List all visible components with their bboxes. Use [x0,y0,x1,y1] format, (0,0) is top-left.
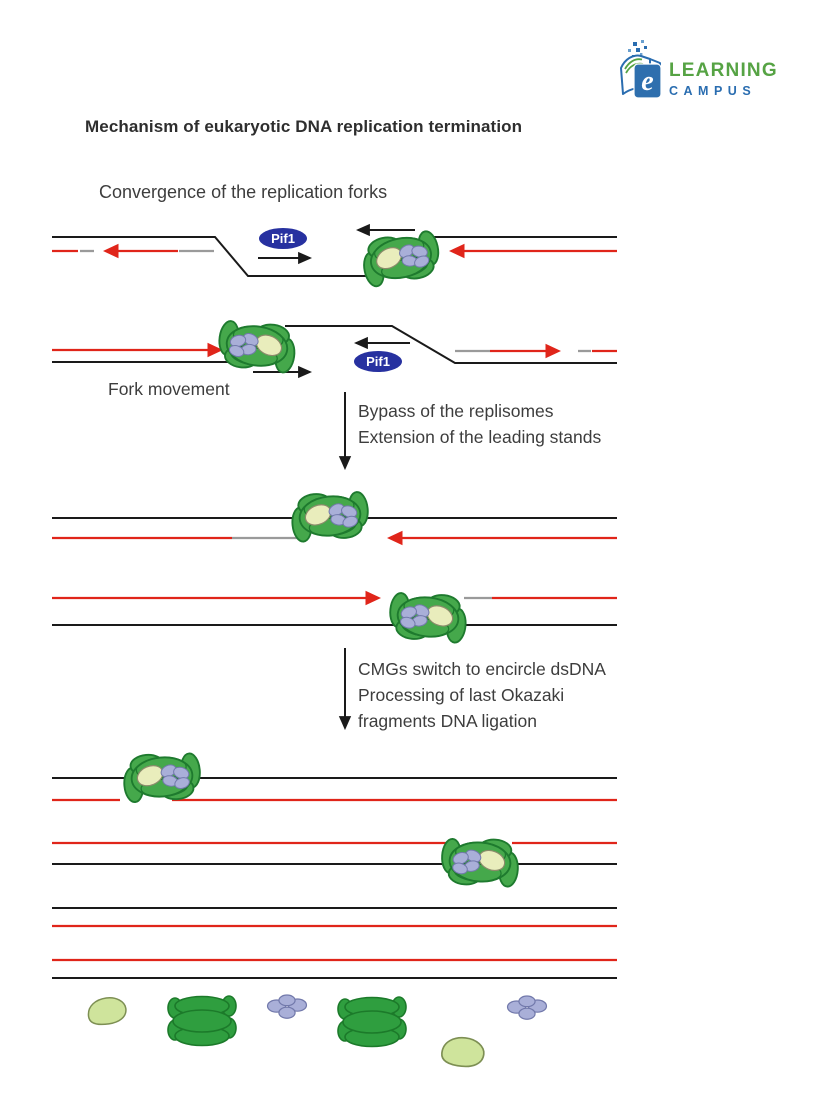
cmg-on-dsdna [439,835,521,889]
open-book-icon: e [620,40,662,99]
cmg-caption-line3: fragments DNA ligation [358,711,537,731]
bypass-row-top [52,487,617,546]
fork-movement-label: Fork movement [108,379,230,399]
dissociated-polymerase [266,994,308,1019]
cmg-replisome [357,226,445,290]
logo-wordmark: LEARNING CAMPUS [669,40,778,98]
cmg-replisome [288,487,372,545]
bypass-caption-line1: Bypass of the replisomes [358,401,554,421]
figure-title: Mechanism of eukaryotic DNA replication … [85,117,523,136]
bypass-row-bottom [52,588,617,646]
step1-caption: Convergence of the replication forks [99,182,388,202]
logo-e-letter: e [641,66,653,97]
elearning-campus-logo: e LEARNING CAMPUS [618,40,778,102]
logo-campus-text: CAMPUS [669,84,757,98]
fork-row-top [52,223,617,290]
dissociated-polymerase [506,995,548,1020]
cmg-caption-line1: CMGs switch to encircle dsDNA [358,659,606,679]
parental-strand [52,236,368,277]
cmg-switch-step-caption: CMGs switch to encircle dsDNA Processing… [358,656,606,734]
bypass-step-caption: Bypass of the replisomes Extension of th… [358,398,601,450]
dissociated-cmg-helicase [337,996,407,1048]
cmg-on-dsdna [120,749,204,805]
cmg-caption-line2: Processing of last Okazaki [358,685,565,705]
accessory-factor-blob [439,1034,487,1070]
pif1-helicase-badge: Pif1 [259,228,307,249]
logo-learning-text: LEARNING [669,60,778,81]
dissociated-components [85,994,548,1070]
termination-products [52,749,617,979]
fork-row-bottom [52,316,617,379]
parental-strand [285,325,617,364]
accessory-factor-blob [85,994,129,1028]
pif1-helicase-badge: Pif1 [354,351,402,372]
dissociated-cmg-helicase [167,995,237,1047]
bypass-caption-line2: Extension of the leading stands [358,427,602,447]
cmg-replisome [386,588,470,646]
